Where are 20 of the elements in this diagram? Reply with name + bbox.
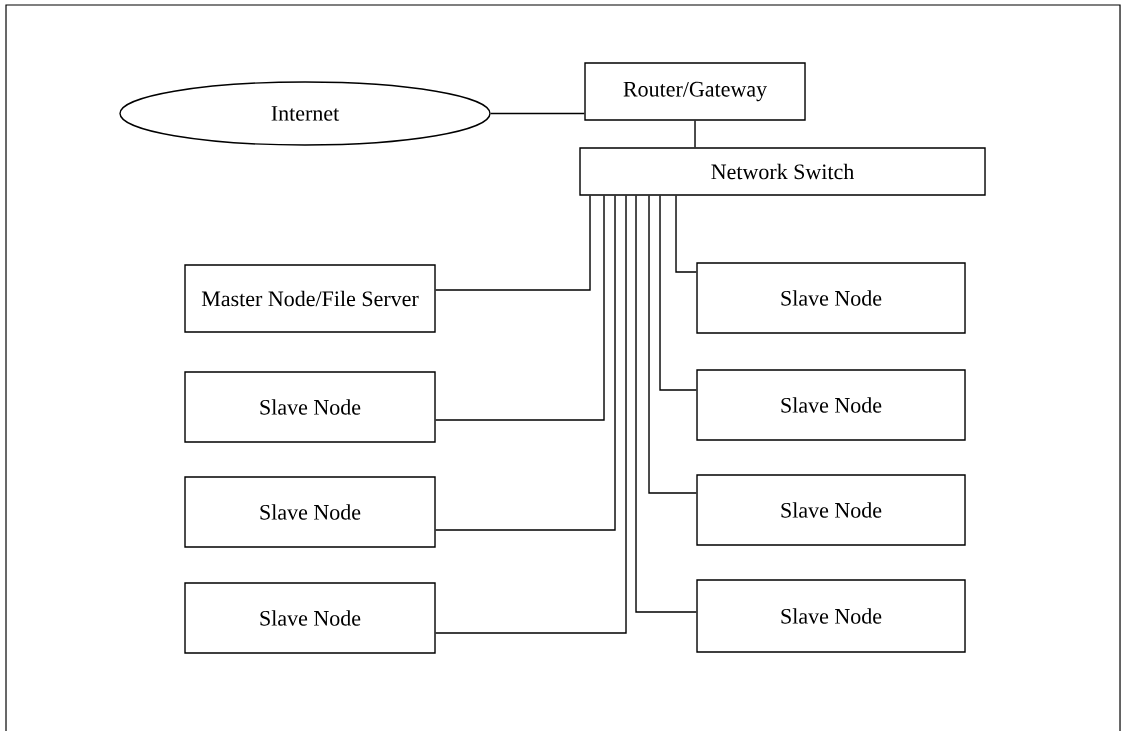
node-box: Slave Node	[696, 474, 966, 546]
connector-line	[675, 195, 697, 273]
connector-line	[435, 195, 627, 634]
node-box: Slave Node	[696, 369, 966, 441]
node-box: Slave Node	[696, 262, 966, 334]
connector-line	[435, 195, 616, 531]
connector-line	[435, 195, 591, 291]
node-box: Slave Node	[184, 371, 436, 443]
connector-line	[648, 195, 697, 494]
node-box: Master Node/File Server	[184, 264, 436, 333]
node-box: Slave Node	[184, 476, 436, 548]
node-box: Network Switch	[579, 147, 986, 196]
connector-line	[694, 120, 696, 148]
node-box: Router/Gateway	[584, 62, 806, 121]
connector-line	[659, 195, 697, 391]
connector-line	[490, 112, 585, 115]
connector-line	[635, 195, 697, 613]
node-box: Slave Node	[184, 582, 436, 654]
node-box: Slave Node	[696, 579, 966, 653]
connector-line	[435, 195, 605, 421]
